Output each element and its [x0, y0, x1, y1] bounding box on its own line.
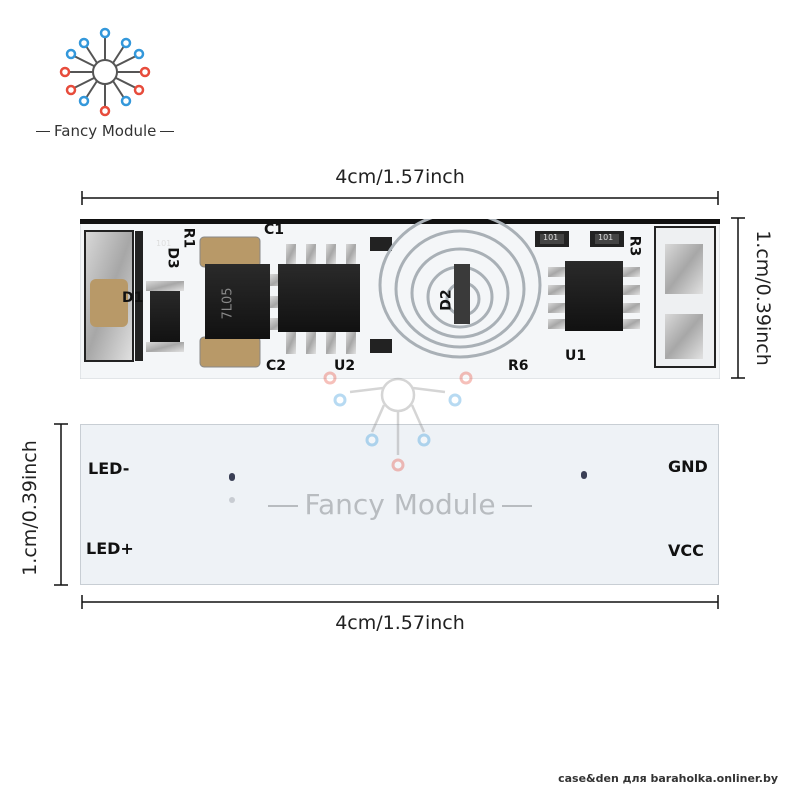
pad-label-led-minus: LED-: [88, 459, 130, 478]
via-hole: [229, 497, 235, 503]
pad-label-vcc: VCC: [668, 541, 704, 560]
pad-label-gnd: GND: [668, 457, 708, 476]
silkscreen-r6: R6: [508, 358, 529, 374]
silkscreen-d1: D1: [122, 290, 144, 306]
pcb-top-illustration: [80, 219, 720, 379]
silkscreen-c2: C2: [266, 358, 287, 374]
pcb-top-board: [80, 219, 720, 379]
via-hole: [229, 473, 235, 481]
credit-text: case&den для baraholka.onliner.by: [558, 772, 778, 785]
circuit-logo-icon: [59, 27, 151, 117]
brand-name: Fancy Module: [36, 122, 175, 140]
silkscreen-c1: C1: [264, 222, 285, 238]
pad-label-led-plus: LED+: [86, 539, 134, 558]
brand-logo: [50, 22, 160, 122]
via-hole: [581, 471, 587, 479]
bottom-width-label: 4cm/1.57inch: [335, 612, 465, 634]
silkscreen-u1: U1: [565, 348, 587, 364]
pcb-bottom-board: [80, 424, 719, 585]
watermark-text: Fancy Module: [254, 488, 546, 521]
silkscreen-u2: U2: [334, 358, 356, 374]
marking-101-b: 101: [598, 233, 614, 242]
marking-101-a: 101: [543, 233, 559, 242]
top-width-label: 4cm/1.57inch: [335, 166, 465, 188]
marking-101-c: 101: [156, 239, 172, 248]
